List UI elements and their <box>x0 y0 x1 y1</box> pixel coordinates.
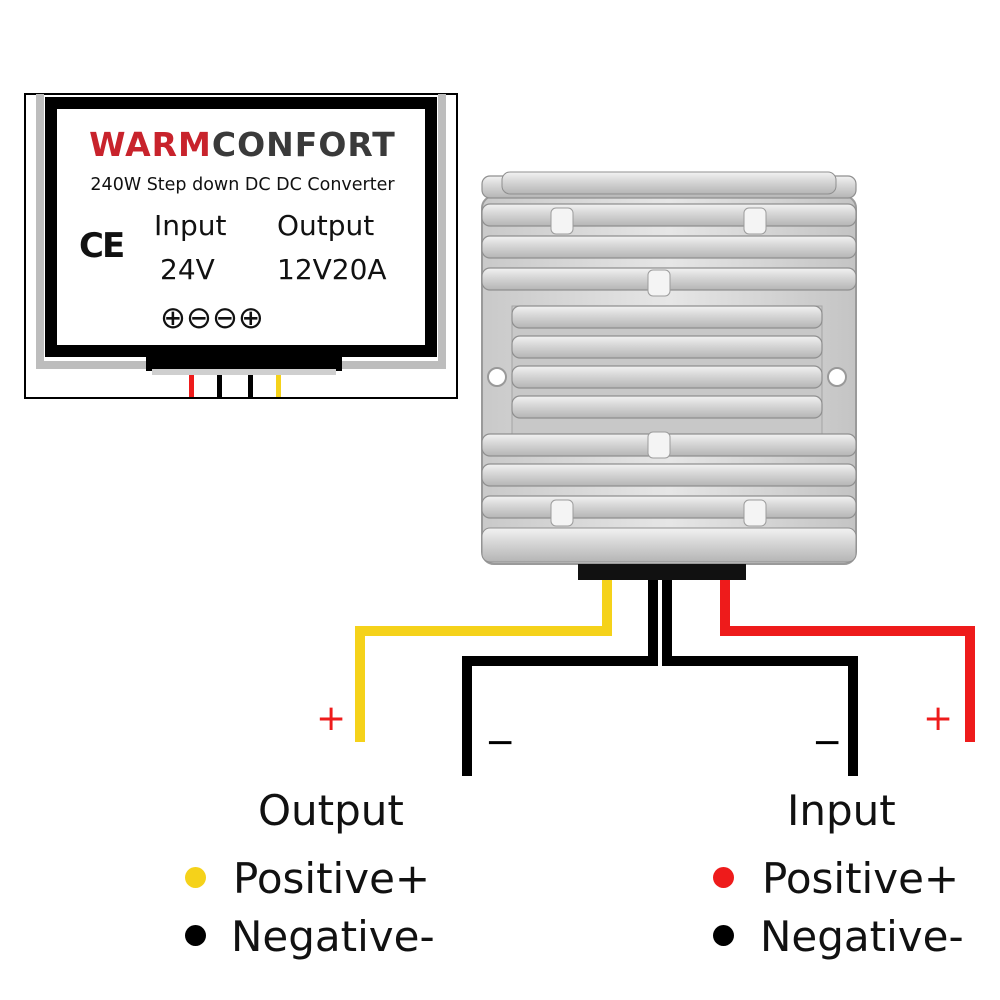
output-positive-label: Positive+ <box>233 854 431 903</box>
output-legend-heading: Output <box>258 786 404 835</box>
output-negative-dot <box>185 925 206 946</box>
heatsink-fin <box>481 463 857 487</box>
brand-logo: WARMCONFORT <box>60 125 425 164</box>
heatsink-fin <box>511 335 823 359</box>
output-positive-dot <box>185 867 206 888</box>
heatsink-fin <box>481 235 857 259</box>
input-legend-heading: Input <box>787 786 896 835</box>
wire-connector-block <box>578 564 746 580</box>
heatsink-fin <box>511 305 823 329</box>
product-subtitle: 240W Step down DC DC Converter <box>90 175 395 195</box>
input-negative-sign: − <box>812 722 843 763</box>
input-negative-dot <box>713 925 734 946</box>
input-positive-sign: + <box>923 698 954 739</box>
ce-mark: CE <box>79 226 125 266</box>
label-output-value: 12V20A <box>277 253 387 286</box>
output-positive-wire <box>355 578 612 742</box>
label-output-heading: Output <box>277 209 375 242</box>
heatsink-fin <box>481 203 857 227</box>
input-positive-dot <box>713 867 734 888</box>
terminal-polarity-symbols: ⊕⊖⊖⊕ <box>160 300 264 336</box>
label-input-heading: Input <box>154 209 227 242</box>
converter-housing <box>481 171 857 580</box>
label-input-value: 24V <box>160 253 215 286</box>
output-positive-sign: + <box>316 698 347 739</box>
product-label-illustration <box>24 93 458 399</box>
brand-logo-part2: CONFORT <box>211 125 396 164</box>
brand-logo-part1: WARM <box>89 125 212 164</box>
heatsink-fin <box>511 395 823 419</box>
heatsink-fin <box>511 365 823 389</box>
output-negative-sign: − <box>485 722 516 763</box>
input-positive-wire <box>720 578 975 742</box>
input-negative-label: Negative- <box>760 912 964 961</box>
output-negative-wire <box>462 578 658 776</box>
input-positive-label: Positive+ <box>762 854 960 903</box>
heatsink-base <box>481 527 857 563</box>
heatsink-fin <box>481 495 857 519</box>
housing-screws <box>550 207 767 527</box>
input-negative-wire <box>662 578 858 776</box>
heatsink-top-fin <box>501 171 837 195</box>
output-negative-label: Negative- <box>231 912 435 961</box>
